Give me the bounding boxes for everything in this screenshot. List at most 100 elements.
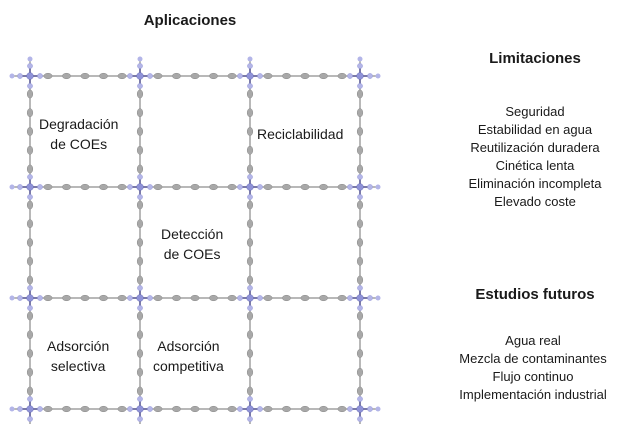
carbon-atom bbox=[26, 275, 34, 285]
oxygen-atom bbox=[27, 305, 33, 311]
carbon-atom bbox=[136, 330, 144, 340]
carbon-atom bbox=[246, 145, 254, 155]
carbon-atom bbox=[117, 72, 127, 80]
limitations-title: Limitaciones bbox=[489, 50, 581, 67]
oxygen-atom bbox=[137, 396, 143, 402]
carbon-atom bbox=[246, 127, 254, 136]
oxygen-atom bbox=[347, 406, 353, 412]
carbon-atom bbox=[246, 367, 254, 377]
carbon-atom bbox=[282, 405, 291, 413]
oxygen-atom bbox=[237, 184, 243, 190]
carbon-atom bbox=[209, 405, 218, 413]
carbon-atom bbox=[209, 183, 218, 191]
edge-atom bbox=[247, 56, 253, 62]
oxygen-atom bbox=[257, 73, 263, 79]
carbon-atom bbox=[356, 219, 364, 229]
carbon-atom bbox=[319, 183, 328, 191]
metal-node bbox=[246, 183, 254, 191]
carbon-atom bbox=[246, 275, 254, 285]
carbon-atom bbox=[246, 219, 254, 229]
limitation-item: Elevado coste bbox=[494, 194, 576, 209]
carbon-atom bbox=[356, 367, 364, 377]
oxygen-atom bbox=[357, 194, 363, 200]
cell-line: Adsorción bbox=[157, 338, 220, 354]
carbon-atom bbox=[26, 238, 34, 247]
oxygen-atom bbox=[247, 416, 253, 422]
edge-atom bbox=[9, 184, 15, 190]
carbon-atom bbox=[246, 200, 254, 210]
carbon-atom bbox=[136, 386, 144, 396]
oxygen-atom bbox=[367, 406, 373, 412]
carbon-atom bbox=[117, 294, 127, 302]
edge-atom bbox=[375, 73, 381, 79]
carbon-atom bbox=[26, 108, 34, 118]
carbon-atom bbox=[136, 256, 144, 266]
carbon-atom bbox=[136, 164, 144, 174]
carbon-atom bbox=[136, 275, 144, 285]
metal-node bbox=[246, 405, 254, 413]
carbon-atom bbox=[26, 330, 34, 340]
carbon-atom bbox=[356, 164, 364, 174]
oxygen-atom bbox=[27, 285, 33, 291]
carbon-atom bbox=[153, 72, 163, 80]
carbon-atom bbox=[62, 72, 71, 80]
carbon-atom bbox=[26, 145, 34, 155]
carbon-atom bbox=[300, 405, 310, 413]
metal-node bbox=[136, 294, 144, 302]
carbon-atom bbox=[43, 72, 53, 80]
limitation-item: Eliminación incompleta bbox=[468, 176, 602, 191]
cell-line: Degradación bbox=[39, 116, 119, 132]
carbon-atom bbox=[136, 367, 144, 377]
cell-label-detection: Detección de COEs bbox=[160, 224, 225, 264]
carbon-atom bbox=[136, 108, 144, 118]
metal-node bbox=[136, 405, 144, 413]
oxygen-atom bbox=[27, 194, 33, 200]
carbon-atom bbox=[337, 72, 347, 80]
cell-line: Reciclabilidad bbox=[257, 126, 344, 142]
oxygen-atom bbox=[347, 184, 353, 190]
oxygen-atom bbox=[247, 174, 253, 180]
carbon-atom bbox=[80, 294, 90, 302]
future-studies-list: Agua real Mezcla de contaminantes Flujo … bbox=[430, 332, 634, 404]
carbon-atom bbox=[26, 219, 34, 229]
metal-node bbox=[356, 294, 364, 302]
oxygen-atom bbox=[247, 305, 253, 311]
oxygen-atom bbox=[17, 406, 23, 412]
metal-node bbox=[26, 294, 34, 302]
oxygen-atom bbox=[367, 184, 373, 190]
oxygen-atom bbox=[137, 63, 143, 69]
carbon-atom bbox=[190, 183, 200, 191]
carbon-atom bbox=[26, 127, 34, 136]
carbon-atom bbox=[263, 183, 273, 191]
carbon-atom bbox=[136, 349, 144, 358]
edge-atom bbox=[375, 184, 381, 190]
carbon-atom bbox=[356, 127, 364, 136]
oxygen-atom bbox=[367, 73, 373, 79]
oxygen-atom bbox=[137, 174, 143, 180]
oxygen-atom bbox=[127, 295, 133, 301]
oxygen-atom bbox=[237, 295, 243, 301]
future-study-item: Agua real bbox=[505, 333, 561, 348]
oxygen-atom bbox=[137, 194, 143, 200]
cell-label-selective-adsorption: Adsorción selectiva bbox=[46, 336, 111, 376]
carbon-atom bbox=[26, 349, 34, 358]
carbon-atom bbox=[43, 183, 53, 191]
carbon-atom bbox=[356, 311, 364, 321]
oxygen-atom bbox=[357, 416, 363, 422]
carbon-atom bbox=[172, 405, 181, 413]
carbon-atom bbox=[227, 72, 237, 80]
carbon-atom bbox=[282, 294, 291, 302]
metal-node bbox=[356, 72, 364, 80]
carbon-atom bbox=[356, 386, 364, 396]
carbon-atom bbox=[136, 219, 144, 229]
future-study-item: Mezcla de contaminantes bbox=[459, 351, 607, 366]
oxygen-atom bbox=[147, 184, 153, 190]
carbon-atom bbox=[356, 256, 364, 266]
carbon-atom bbox=[227, 294, 237, 302]
carbon-atom bbox=[172, 294, 181, 302]
oxygen-atom bbox=[27, 63, 33, 69]
carbon-atom bbox=[117, 183, 127, 191]
oxygen-atom bbox=[137, 83, 143, 89]
carbon-atom bbox=[246, 386, 254, 396]
